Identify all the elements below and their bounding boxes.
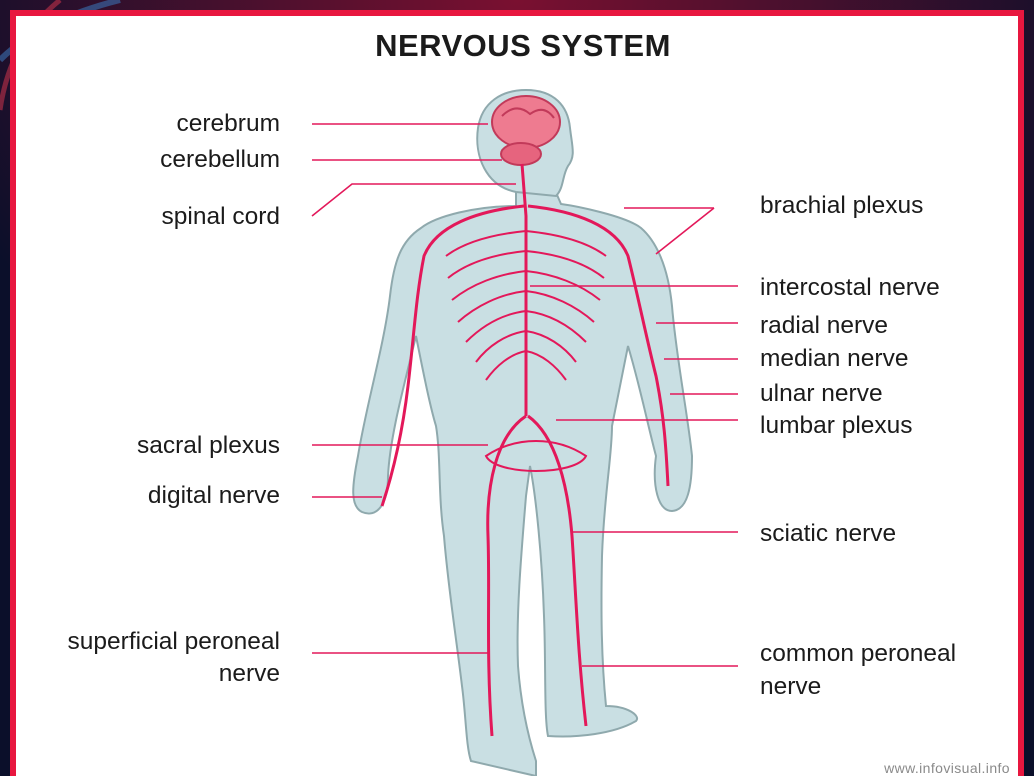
body-silhouette [353,188,692,776]
label-intercostal-nerve: intercostal nerve [760,272,940,304]
diagram-title: NERVOUS SYSTEM [16,28,1024,64]
watermark: www.infovisual.info [884,760,1010,776]
label-cerebellum: cerebellum [160,144,280,176]
slide-frame: NERVOUS SYSTEM cerebrum cerebellum spina… [10,10,1024,776]
label-spinal-cord: spinal cord [162,201,280,233]
label-superficial-peroneal-line1: superficial peroneal [68,626,280,658]
label-sciatic-nerve: sciatic nerve [760,518,896,550]
label-brachial-plexus: brachial plexus [760,190,923,222]
label-digital-nerve: digital nerve [148,480,280,512]
label-radial-nerve: radial nerve [760,310,888,342]
label-median-nerve: median nerve [760,343,908,375]
label-sacral-plexus: sacral plexus [137,430,280,462]
label-ulnar-nerve: ulnar nerve [760,378,883,410]
label-cerebrum: cerebrum [177,108,280,140]
label-lumbar-plexus: lumbar plexus [760,410,913,442]
label-superficial-peroneal-line2: nerve [219,658,280,690]
label-common-peroneal-line1: common peroneal [760,638,956,670]
label-common-peroneal-line2: nerve [760,671,821,703]
